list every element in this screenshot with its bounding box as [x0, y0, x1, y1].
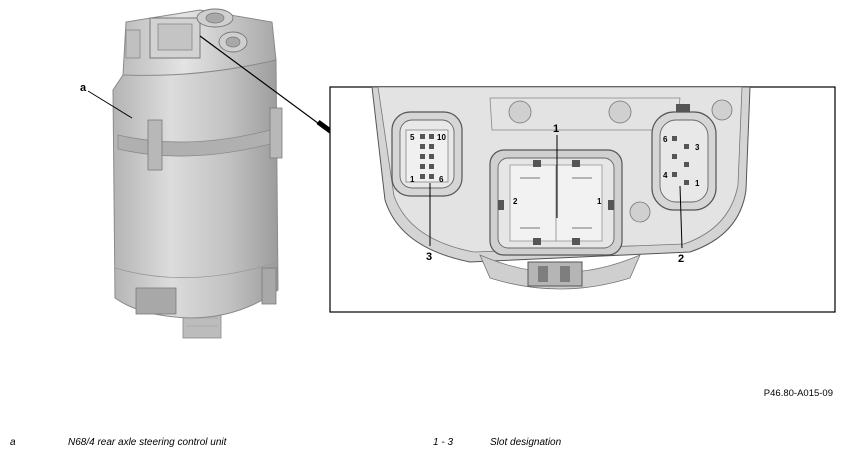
detail-view: 5 10 1 6 2 1 6 — [371, 87, 751, 290]
connector-1-pin-1: 1 — [597, 197, 602, 206]
connector-3-pin-5: 5 — [410, 133, 415, 142]
housing-body — [112, 59, 279, 319]
control-unit — [112, 8, 283, 339]
callout-1-label: 1 — [553, 123, 559, 135]
legend-key-a: a — [10, 437, 16, 448]
callout-a-leader — [87, 90, 133, 119]
legend-text-slots: Slot designation — [490, 437, 562, 448]
connector-3-pin-10: 10 — [437, 133, 446, 142]
callout-2-label: 2 — [678, 253, 684, 265]
connector-3-pin-1: 1 — [410, 175, 415, 184]
connector-2-pin-4: 4 — [663, 171, 668, 180]
legend-key-slots: 1 - 3 — [433, 437, 453, 448]
connector-3-pin-6: 6 — [439, 175, 444, 184]
figure-reference: P46.80-A015-09 — [764, 388, 833, 399]
connector-2-pin-1: 1 — [695, 179, 700, 188]
connector-3: 5 10 1 6 — [391, 111, 463, 197]
callout-3-label: 3 — [426, 251, 432, 263]
connector-2-pin-6: 6 — [663, 135, 668, 144]
connector-2-pin-3: 3 — [695, 143, 700, 152]
connector-1: 2 1 — [489, 149, 623, 256]
connector-1-pin-2: 2 — [513, 197, 518, 206]
callout-2-leader — [679, 185, 683, 249]
connector-2: 6 3 4 1 — [651, 104, 717, 211]
callout-a-label: a — [80, 82, 87, 94]
detail-leader — [199, 35, 331, 133]
legend-text-a: N68/4 rear axle steering control unit — [68, 437, 228, 448]
